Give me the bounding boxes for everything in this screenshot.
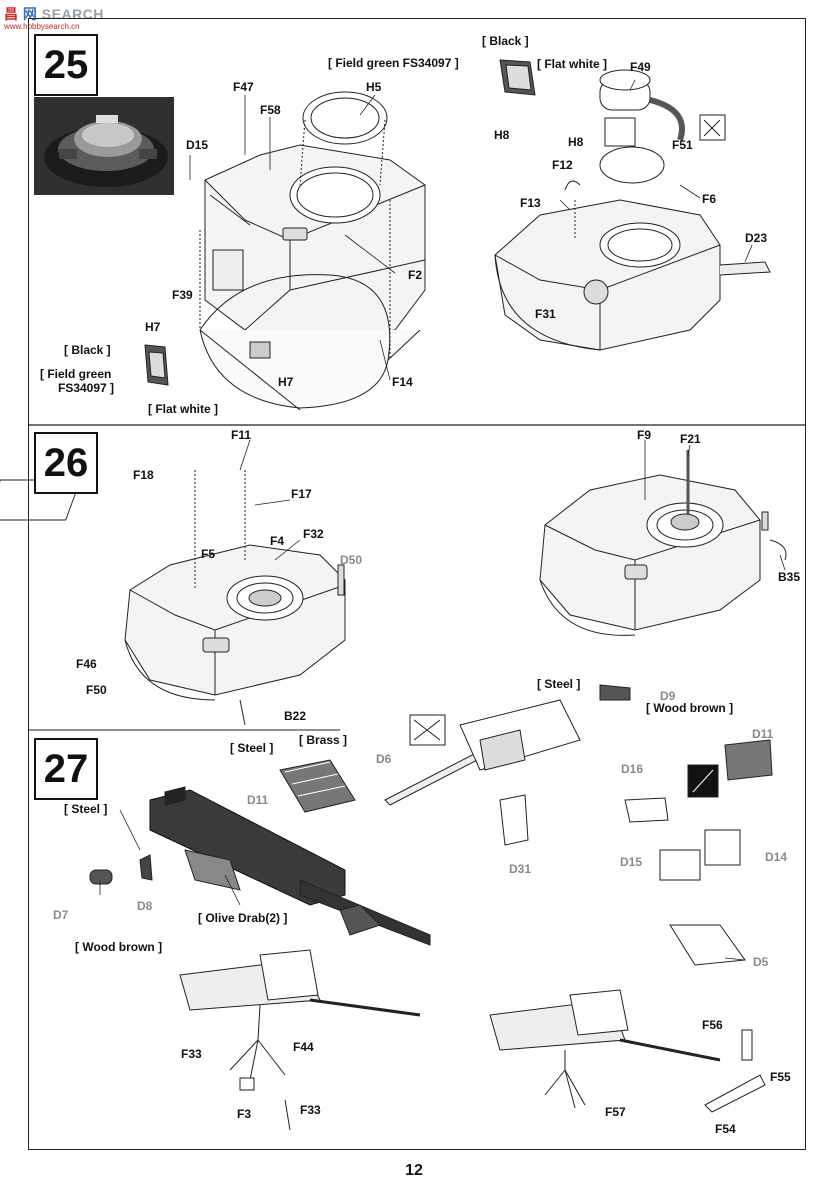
paint-callout-field-green: [ Field green FS34097 ] [328, 56, 459, 70]
part-label: H5 [366, 80, 382, 94]
paint-callout-black: [ Black ] [64, 343, 111, 357]
paint-callout-wood-brown: [ Wood brown ] [646, 701, 734, 715]
part-label: F46 [76, 657, 97, 671]
part-label: F49 [630, 60, 651, 74]
part-label: F47 [233, 80, 254, 94]
part-label: F12 [552, 158, 573, 172]
part-label: D7 [53, 908, 69, 922]
paint-chip-h7 [144, 344, 169, 386]
part-label: F54 [715, 1122, 736, 1136]
part-label: H7 [278, 375, 294, 389]
part-label: F14 [392, 375, 413, 389]
part-label: F6 [702, 192, 717, 206]
step-number-25: 25 [34, 34, 98, 96]
paint-callout-field-green: [ Field green [40, 367, 112, 381]
part-label: D11 [247, 793, 269, 807]
tripod-mg-right [489, 989, 766, 1113]
page-frame [28, 18, 806, 1150]
paint-callout-black: [ Black ] [482, 34, 529, 48]
part-label: D8 [137, 899, 153, 913]
paint-chip-h8 [499, 59, 536, 96]
part-label: B22 [284, 709, 307, 723]
turret-left-step25 [199, 91, 426, 411]
part-label: D9 [660, 689, 676, 703]
paint-callout-flat-white: [ Flat white ] [148, 402, 218, 416]
paint-callout-flat-white: [ Flat white ] [537, 57, 607, 71]
part-label: F9 [637, 428, 652, 442]
part-label: F39 [172, 288, 193, 302]
part-label: D50 [340, 553, 363, 567]
page-number: 12 [405, 1162, 423, 1179]
part-label: D23 [745, 231, 768, 245]
part-label: D15 [620, 855, 643, 869]
part-label: D11 [752, 727, 774, 741]
step-number-27: 27 [34, 738, 98, 800]
part-label: F2 [408, 268, 423, 282]
machine-gun-exploded [384, 684, 773, 966]
turret-left-step26 [0, 470, 346, 726]
part-label: F17 [291, 487, 312, 501]
part-label: F57 [605, 1105, 626, 1119]
part-label: H7 [145, 320, 161, 334]
cupola-photo-illustration [34, 97, 174, 195]
part-label: B35 [778, 570, 801, 584]
turret-right-step26 [539, 450, 787, 636]
part-label: F55 [770, 1070, 791, 1084]
part-label: D31 [509, 862, 532, 876]
part-label: H8 [568, 135, 584, 149]
watermark-char-1: 昌 [4, 6, 19, 22]
watermark-url: www.hobbysearch.cn [4, 22, 80, 31]
paint-callout-brass: [ Brass ] [299, 733, 348, 747]
part-label: F5 [201, 547, 216, 561]
part-label: D16 [621, 762, 644, 776]
part-label: H8 [494, 128, 510, 142]
paint-callout-steel: [ Steel ] [537, 677, 581, 691]
part-label: D6 [376, 752, 392, 766]
part-label: D5 [753, 955, 769, 969]
paint-callout-wood-brown: [ Wood brown ] [75, 940, 163, 954]
part-label: F21 [680, 432, 701, 446]
paint-callout-steel: [ Steel ] [230, 741, 274, 755]
ammo-belt-d11 [279, 759, 356, 813]
machine-gun-closeup [149, 786, 431, 946]
part-label: F11 [231, 428, 252, 442]
tripod-mg-left [179, 949, 421, 1131]
part-label: F56 [702, 1018, 723, 1032]
paint-callout-steel: [ Steel ] [64, 802, 108, 816]
part-label: F3 [237, 1107, 252, 1121]
part-label: F51 [672, 138, 693, 152]
part-label: D15 [186, 138, 209, 152]
part-label: F13 [520, 196, 541, 210]
part-label: F33 [181, 1047, 202, 1061]
paint-callout-field-green-code: FS34097 ] [58, 381, 115, 395]
part-label: F44 [293, 1040, 314, 1054]
part-label: F33 [300, 1103, 321, 1117]
part-label: F58 [260, 103, 281, 117]
part-label: D14 [765, 850, 788, 864]
part-label: F32 [303, 527, 324, 541]
turret-right-step25 [494, 69, 771, 351]
step-number-26: 26 [34, 432, 98, 494]
paint-callout-olive-drab: [ Olive Drab(2) ] [198, 911, 288, 925]
part-label: F4 [270, 534, 285, 548]
part-d8 [139, 854, 153, 881]
part-d7-knob [89, 869, 113, 885]
part-label: F31 [535, 307, 556, 321]
part-label: F18 [133, 468, 154, 482]
part-label: F50 [86, 683, 107, 697]
reference-photo [34, 97, 174, 195]
